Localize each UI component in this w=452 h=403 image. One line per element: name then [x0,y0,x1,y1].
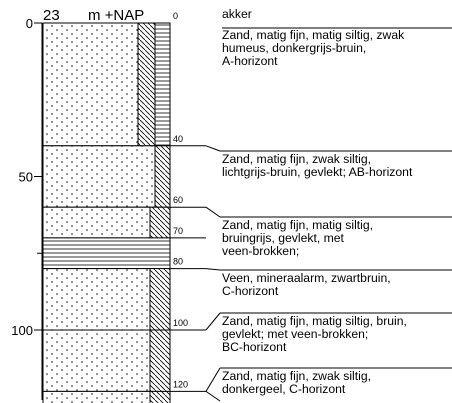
description-line: Zand, matig fijn, matig siltig, zwak [222,28,405,42]
sand-layer [43,23,138,146]
description-line: veen-brokken; [222,244,299,258]
diagonal-hatch [150,330,170,392]
description-connector [205,367,221,392]
humic-hatch [138,23,155,146]
layer-outline [42,390,171,403]
boundary-depth-label: 0 [173,11,178,21]
boundary-labels: 0 40 60 70 80 100 120 [170,11,206,392]
sand-layer [43,145,155,208]
depth-axis-ticks: 0 50 100 [11,16,42,338]
sand-layer [43,207,150,238]
root-strip [155,23,170,146]
description-line: akker [222,7,252,21]
description-line: Zand, matig fijn, zwak siltig, [222,369,371,383]
boundary-depth-label: 70 [173,226,183,236]
description-line: Zand, matig fijn, matig siltig, [222,218,373,232]
description-line: Zand, matig fijn, matig siltig, bruin, [222,314,407,328]
description-line: bruingrijs, gevlekt, met [222,231,345,245]
description-connector [205,312,221,331]
description-connector [205,145,221,152]
description-connector [205,206,221,218]
sand-layer [43,330,150,392]
description-connector [205,390,221,402]
axis-tick-label: 100 [11,323,33,338]
description-line: gevlekt; met veen-brokken; [222,327,368,341]
boundary-depth-label: 60 [173,195,183,205]
diagonal-hatch [150,391,170,403]
description-line: humeus, donkergrijs-bruin, [222,41,366,55]
description-connector [205,268,221,271]
description-line: Zand, matig fijn, zwak siltig, [222,152,371,166]
sand-layer [43,391,150,403]
description-line: BC-horizont [222,340,287,354]
axis-tick-label: 0 [26,16,33,31]
description-line: Veen, mineraalarm, zwartbruin, [222,271,391,285]
reference-level: m +NAP [88,7,144,24]
axis-tick-label: 50 [19,170,33,185]
boundary-depth-label: 120 [173,379,188,389]
diagonal-hatch [150,268,170,330]
description-line: A-horizont [222,54,278,68]
boundary-depth-label: 80 [173,257,183,267]
description-line: C-horizont [222,284,279,298]
diagonal-hatch [150,207,170,238]
peat-layer [43,237,170,269]
boring-id: 23 [43,7,60,24]
description-line: lichtgrijs-bruin, gevlekt; AB-horizont [222,165,413,179]
boundary-depth-label: 40 [173,134,183,144]
boundary-depth-label: 100 [173,318,188,328]
soil-column [42,22,171,403]
sand-layer [43,268,150,330]
diagonal-hatch [155,145,170,208]
description-line: donkergeel, C-horizont [222,382,346,396]
